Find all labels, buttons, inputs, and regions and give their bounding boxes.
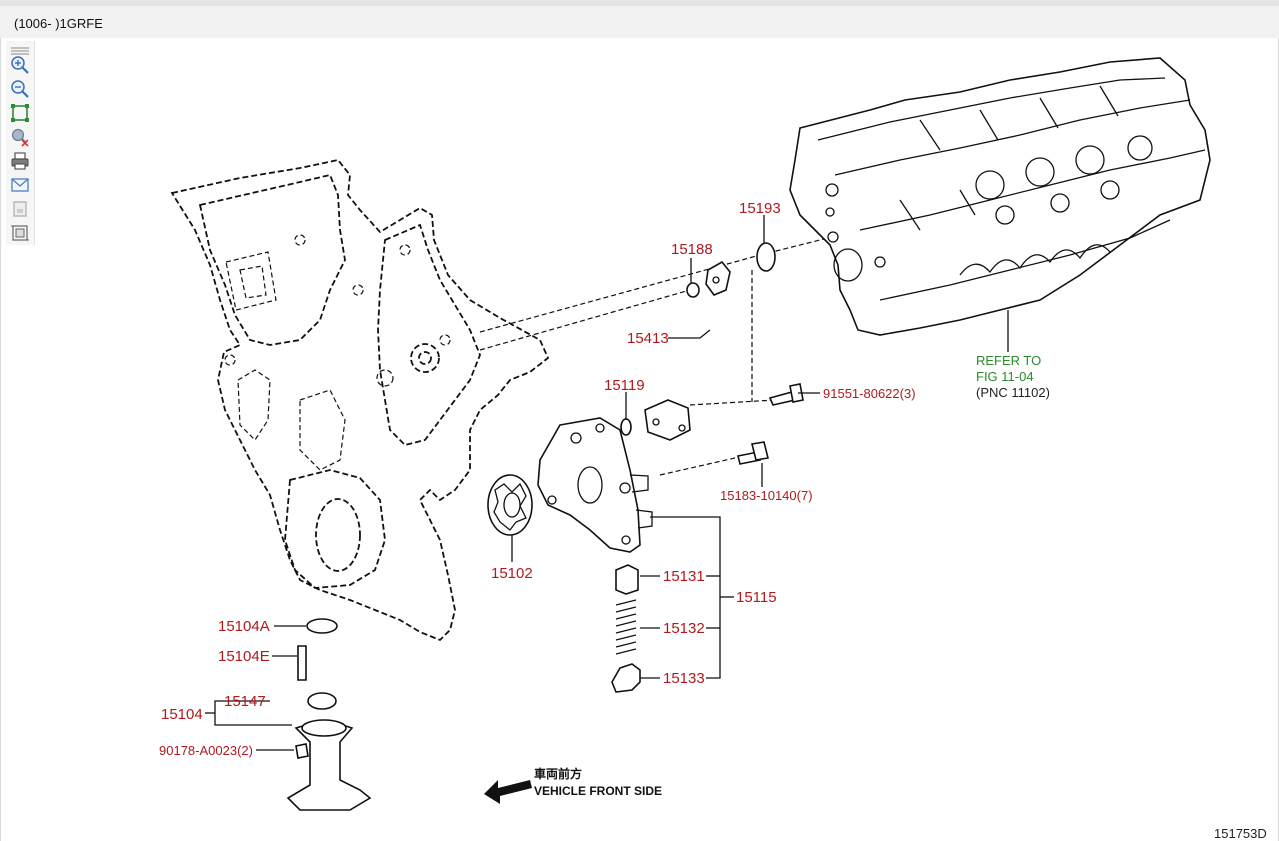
title-bar: (1006- )1GRFE: [0, 0, 1279, 38]
oil-pipe-illustration: [644, 260, 733, 441]
zoom-out-button[interactable]: [9, 78, 31, 100]
oil-pump-illustration: [487, 417, 653, 553]
window-title: (1006- )1GRFE: [14, 16, 103, 31]
gasket-15104A: [306, 618, 338, 634]
page-button[interactable]: [9, 198, 31, 220]
frame-icon: [11, 225, 29, 241]
part-labels: 15193 15188 15413 15119 91551-80622(3) 1…: [159, 200, 916, 758]
label-15115[interactable]: 15115: [736, 589, 777, 606]
mail-icon: [11, 178, 29, 192]
small-parts-illustration: [286, 242, 804, 811]
label-15104A[interactable]: 15104A: [218, 618, 270, 635]
nut-90178: [295, 743, 309, 759]
timing-cover-illustration: [170, 159, 550, 642]
label-15188[interactable]: 15188: [671, 241, 713, 258]
refer-line-1: REFER TO: [976, 353, 1041, 368]
label-15183-10140[interactable]: 15183-10140(7): [720, 488, 813, 503]
o-ring-15193: [756, 242, 776, 272]
clear-zoom-icon: [11, 128, 29, 147]
label-90178-A0023[interactable]: 90178-A0023(2): [159, 743, 253, 758]
frame-button[interactable]: [9, 222, 31, 244]
fit-page-button[interactable]: [9, 102, 31, 124]
plug-15133: [611, 663, 641, 693]
zoom-in-button[interactable]: [9, 54, 31, 76]
label-15147[interactable]: 15147: [224, 693, 266, 710]
stud-15104E: [297, 645, 307, 681]
zoom-in-icon: [11, 56, 29, 74]
leader-lines: [205, 215, 820, 751]
label-15104E[interactable]: 15104E: [218, 648, 270, 665]
spring-15132: [615, 599, 637, 655]
mail-button[interactable]: [9, 174, 31, 196]
label-15413[interactable]: 15413: [627, 330, 669, 347]
zoom-out-icon: [11, 80, 29, 98]
front-label-japanese: 車両前方: [534, 766, 582, 781]
o-ring-15119: [620, 418, 632, 436]
vehicle-front-indicator: 車両前方 VEHICLE FRONT SIDE: [484, 766, 662, 804]
front-arrow-icon: [484, 780, 532, 804]
lines-icon: [11, 47, 29, 55]
cylinder-head-illustration: [789, 57, 1211, 352]
valve-15131: [615, 564, 639, 595]
label-91551-80622[interactable]: 91551-80622(3): [823, 386, 916, 401]
projection-lines: [479, 234, 841, 476]
refer-line-2: FIG 11-04: [976, 369, 1034, 384]
refer-line-3: (PNC 11102): [976, 385, 1050, 400]
label-15193[interactable]: 15193: [739, 200, 781, 217]
label-15119[interactable]: 15119: [604, 377, 645, 394]
label-15132[interactable]: 15132: [663, 620, 705, 637]
refer-note[interactable]: REFER TO FIG 11-04 (PNC 11102): [976, 353, 1050, 400]
print-button[interactable]: [9, 150, 31, 172]
print-icon: [11, 152, 29, 170]
front-label-english: VEHICLE FRONT SIDE: [534, 784, 662, 798]
figure-number: 151753D: [1214, 826, 1267, 841]
label-15104[interactable]: 15104: [161, 706, 203, 723]
label-15133[interactable]: 15133: [663, 670, 705, 687]
fit-page-icon: [11, 104, 29, 122]
viewer-toolbar: [6, 41, 35, 245]
label-15131[interactable]: 15131: [663, 568, 705, 585]
label-15102[interactable]: 15102: [491, 565, 533, 582]
o-ring-15188: [686, 282, 700, 298]
page-icon: [13, 201, 27, 217]
toolbar-handle[interactable]: [9, 41, 31, 63]
clear-zoom-button[interactable]: [9, 126, 31, 148]
ring-15147: [307, 692, 337, 710]
